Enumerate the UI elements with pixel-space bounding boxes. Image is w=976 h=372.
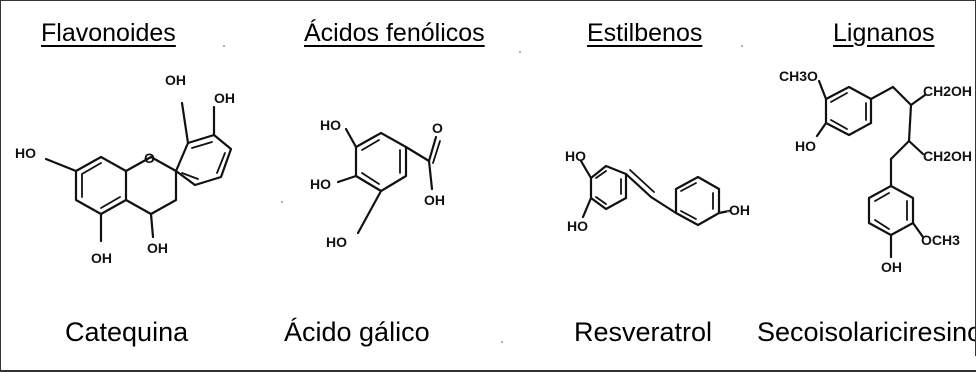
- atom-label-ho-upper: HO: [565, 148, 586, 164]
- atom-label-o-ring: O: [144, 150, 155, 166]
- atom-label-ch3o: CH3O: [779, 68, 818, 84]
- class-title-acidos-fenolicos: Ácidos fenólicos: [304, 19, 485, 47]
- compound-name-acido-galico: Ácido gálico: [284, 317, 430, 347]
- atom-label-ho-mid: HO: [310, 176, 331, 192]
- atom-label-ho-1: HO: [15, 145, 36, 161]
- compound-name-resveratrol: Resveratrol: [574, 317, 713, 347]
- atom-label-oh-2: OH: [214, 90, 235, 106]
- atom-label-och3: OCH3: [921, 232, 960, 248]
- atom-label-ho-bottom: HO: [326, 234, 347, 250]
- panel-estilbenos: Estilbenos HO HO OH Resveratrol: [491, 1, 761, 371]
- scan-speck: [727, 211, 729, 213]
- atom-label-o-carbonyl: O: [432, 120, 443, 136]
- atom-label-ch2oh-upper: CH2OH: [923, 83, 972, 99]
- panel-flavonoides: Flavonoides OH OH HO O OH: [1, 1, 246, 371]
- scan-speck: [519, 51, 521, 53]
- catechin-structure: OH OH HO O OH OH: [15, 72, 235, 266]
- atom-label-oh-3: OH: [147, 240, 168, 256]
- atom-label-oh-carboxyl: OH: [424, 192, 445, 208]
- atom-label-ch2oh-lower: CH2OH: [923, 148, 972, 164]
- scan-speck: [501, 341, 503, 343]
- atom-label-ho-top: HO: [320, 117, 341, 133]
- atom-label-oh-4: OH: [91, 250, 112, 266]
- gallic-acid-structure: HO HO HO O OH: [310, 117, 445, 250]
- panel-acidos-fenolicos: Ácidos fenólicos HO HO HO O OH Ácido gál…: [246, 1, 491, 371]
- atom-label-oh-para: OH: [729, 202, 750, 218]
- secoisolariciresinol-structure: CH3O HO CH2OH CH2OH OCH3 OH: [779, 68, 972, 275]
- compound-name-catequina: Catequina: [65, 317, 189, 347]
- scan-speck: [281, 201, 283, 203]
- class-title-estilbenos: Estilbenos: [587, 19, 703, 47]
- class-title-lignanos: Lignanos: [833, 19, 935, 47]
- atom-label-oh-1: OH: [165, 72, 186, 88]
- atom-label-oh: OH: [881, 259, 902, 275]
- class-title-flavonoides: Flavonoides: [41, 19, 176, 47]
- scan-speck: [741, 45, 743, 47]
- compound-name-secoisolariciresinol: Secoisolariciresinol: [757, 317, 976, 347]
- panel-lignanos: Lignanos CH3O HO: [757, 1, 976, 371]
- resveratrol-structure: HO HO OH: [565, 148, 750, 234]
- atom-label-ho-lower: HO: [567, 218, 588, 234]
- atom-label-ho: HO: [795, 138, 816, 154]
- scan-speck: [223, 45, 225, 47]
